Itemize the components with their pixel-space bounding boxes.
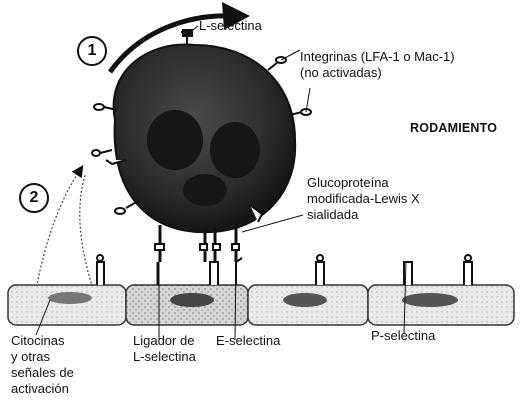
cell-nucleus-lobe (210, 122, 260, 178)
label-rodamiento: RODAMIENTO (410, 121, 497, 135)
label-ligador-1: Ligador de (133, 334, 194, 348)
step-2-badge: 2 (19, 183, 49, 213)
endothelial-cell (8, 285, 126, 325)
label-glucoproteina-1: Glucoproteína (307, 176, 389, 190)
label-glucoproteina-2: modificada-Lewis X (307, 192, 420, 206)
label-citocinas-4: activación (11, 382, 69, 396)
cell-nucleus-lobe (183, 174, 227, 206)
label-integrinas-2: (no activadas) (300, 66, 382, 80)
nucleus (48, 292, 92, 304)
label-p-selectina: P-selectina (371, 329, 435, 343)
label-citocinas-1: Citocinas (11, 334, 64, 348)
nucleus (283, 293, 327, 307)
nucleus (402, 293, 458, 307)
step-1-badge: 1 (77, 36, 107, 66)
label-glucoproteina-3: sialidada (307, 208, 358, 222)
nucleus (170, 293, 214, 307)
leukocyte (114, 44, 296, 232)
signal-arrow (80, 175, 95, 295)
label-integrinas-1: Integrinas (LFA-1 o Mac-1) (300, 50, 455, 64)
endothelium (8, 285, 514, 325)
cell-nucleus-lobe (147, 110, 203, 170)
label-ligador-2: L-selectina (133, 350, 196, 364)
label-citocinas-3: señales de (11, 366, 74, 380)
label-l-selectina: L-selectina (199, 19, 262, 33)
label-citocinas-2: y otras (11, 350, 50, 364)
label-e-selectina: E-selectina (216, 334, 280, 348)
endothelial-receptors (97, 255, 472, 285)
